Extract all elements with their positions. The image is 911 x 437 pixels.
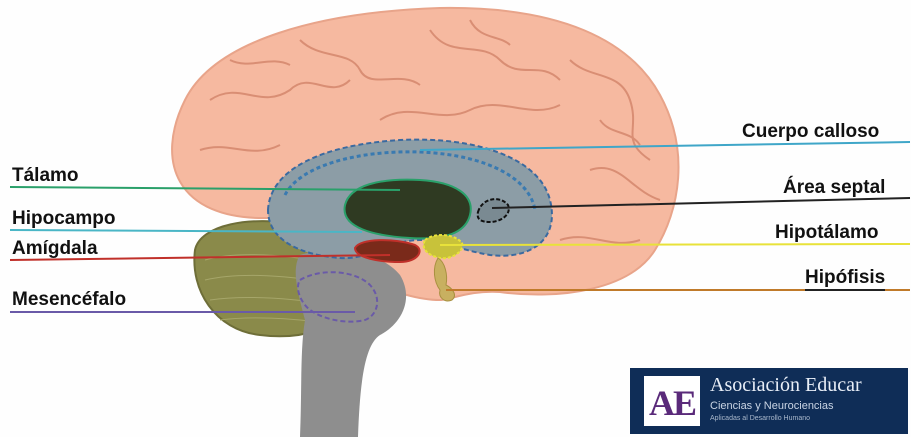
thalamus [345, 180, 471, 239]
logo-tagline: Ciencias y Neurociencias [710, 400, 834, 412]
label-hipocampo: Hipocampo [12, 209, 115, 229]
label-hipotalamo: Hipotálamo [775, 223, 878, 243]
brainstem [296, 250, 406, 437]
logo-mark: AE [644, 376, 700, 426]
label-hipofisis: Hipófisis [805, 268, 885, 291]
hipotalamo-line [440, 244, 910, 245]
logo-subtagline: Aplicadas al Desarrollo Humano [710, 415, 810, 422]
label-amigdala: Amígdala [12, 239, 98, 259]
label-cuerpo-calloso: Cuerpo calloso [742, 122, 879, 142]
label-talamo: Tálamo [12, 166, 79, 186]
asociacion-educar-logo: AE Asociación Educar Ciencias y Neurocie… [630, 368, 908, 434]
label-area-septal: Área septal [783, 178, 885, 198]
logo-name: Asociación Educar [710, 374, 862, 397]
label-mesencefalo: Mesencéfalo [12, 290, 126, 310]
